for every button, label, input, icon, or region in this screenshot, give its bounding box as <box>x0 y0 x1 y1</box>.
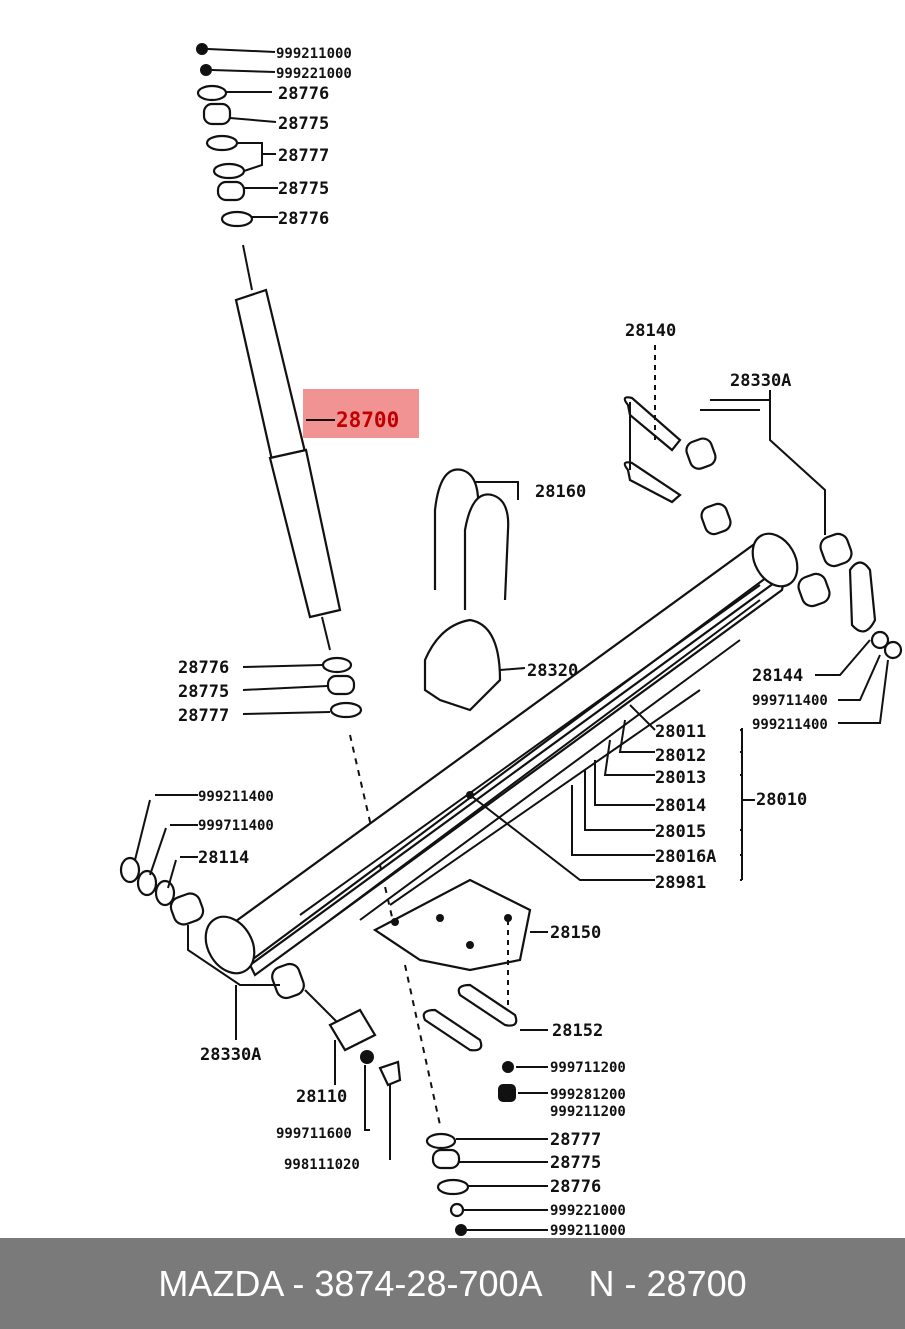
label-pin-28110: 28110 <box>296 1087 347 1107</box>
label-leaf-1: 28011 <box>655 722 706 742</box>
label-bottom-28775: 28775 <box>550 1153 601 1173</box>
label-u-bolt-center: 28160 <box>535 482 586 502</box>
label-top-bush-washer-a: 28776 <box>278 84 329 104</box>
label-top-washer-1: 999221000 <box>276 66 352 82</box>
label-highlight-28700: 28700 <box>336 408 399 432</box>
seat-plate-28150 <box>372 878 548 1012</box>
label-lower-28775: 28775 <box>178 682 229 702</box>
label-bump-stopper: 28320 <box>527 661 578 681</box>
label-leaf-4: 28014 <box>655 796 706 816</box>
label-leaf-6: 28016A <box>655 847 716 867</box>
bottom-hardware-stack <box>404 964 548 1236</box>
label-bush-set-left: 28330A <box>200 1045 261 1065</box>
pin-28110 <box>187 925 402 1160</box>
label-nut-999211200: 999211200 <box>550 1104 626 1120</box>
label-nut-999281200: 999281200 <box>550 1087 626 1103</box>
plate-28152 <box>422 983 548 1052</box>
part-highlight-box <box>303 389 419 438</box>
brand-part-number: MAZDA - 3874-28-700A <box>158 1262 543 1304</box>
u-bolt-28140 <box>623 345 853 608</box>
label-front-washer: 999711400 <box>198 818 274 834</box>
exploded-parts-diagram: 999211000 999221000 28776 28775 28777 28… <box>119 43 903 1238</box>
label-leaf-3: 28013 <box>655 768 706 788</box>
label-bush-set-right: 28330A <box>730 371 791 391</box>
top-hardware-stack <box>196 43 278 228</box>
label-bolt-998111020: 998111020 <box>284 1157 360 1173</box>
label-bottom-nut: 999211000 <box>550 1223 626 1238</box>
label-top-bush-washer-b: 28776 <box>278 209 329 229</box>
label-leaf-5: 28015 <box>655 822 706 842</box>
leaf-spring-28010 <box>204 532 799 977</box>
label-leaf-assembly: 28010 <box>756 790 807 810</box>
label-plate-28152: 28152 <box>552 1021 603 1041</box>
shackle-plate-28144 <box>815 561 903 724</box>
label-bottom-28776: 28776 <box>550 1177 601 1197</box>
label-bottom-28777: 28777 <box>550 1130 601 1150</box>
shock-absorber-28700 <box>234 244 342 651</box>
label-front-bush: 28114 <box>198 848 249 868</box>
label-top-bush-b: 28775 <box>278 179 329 199</box>
label-bottom-washer: 999221000 <box>550 1203 626 1219</box>
label-shackle-washer: 999711400 <box>752 693 828 709</box>
label-lower-28777: 28777 <box>178 706 229 726</box>
n-part-number: N - 28700 <box>588 1262 747 1304</box>
bump-stopper-28320 <box>423 618 526 712</box>
label-top-bush-group: 28777 <box>278 146 329 166</box>
label-shackle-nut: 999211400 <box>752 717 828 733</box>
u-bolt-28160 <box>433 468 519 610</box>
label-nut-999711200: 999711200 <box>550 1060 626 1076</box>
label-washer-999711600: 999711600 <box>276 1126 352 1142</box>
label-top-bush-a: 28775 <box>278 114 329 134</box>
label-u-bolt: 28140 <box>625 321 676 341</box>
label-shackle-plate: 28144 <box>752 666 803 686</box>
label-seat-plate: 28150 <box>550 923 601 943</box>
label-front-nut: 999211400 <box>198 789 274 805</box>
part-number-footer: MAZDA - 3874-28-700A N - 28700 <box>0 1238 905 1329</box>
front-eye-hardware <box>119 794 205 926</box>
label-top-nut-1: 999211000 <box>276 46 352 62</box>
label-lower-28776: 28776 <box>178 658 229 678</box>
label-leaf-2: 28012 <box>655 746 706 766</box>
label-center-bolt: 28981 <box>655 873 706 893</box>
